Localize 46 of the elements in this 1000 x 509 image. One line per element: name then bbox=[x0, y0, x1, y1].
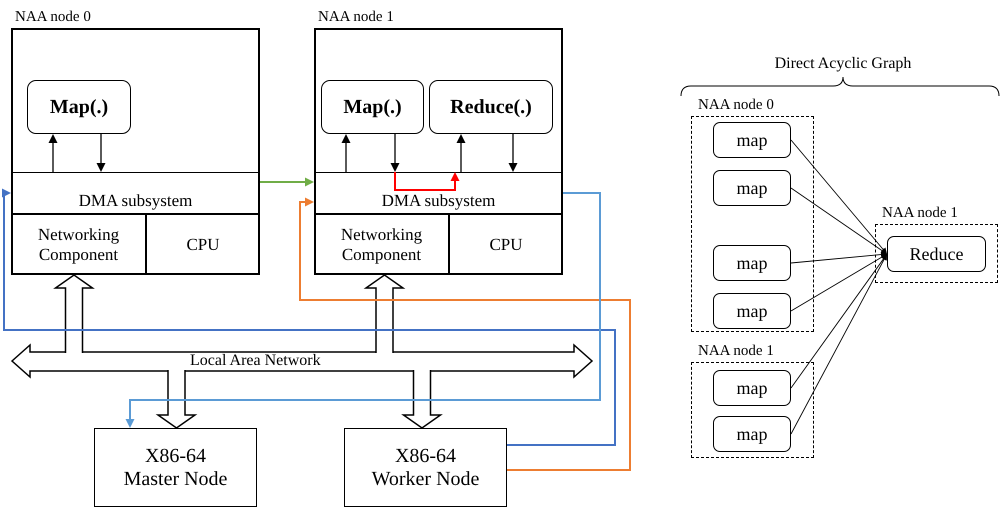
arrow bbox=[342, 134, 350, 172]
task-box: map bbox=[713, 170, 791, 206]
host-box: X86-64 Master Node bbox=[94, 428, 257, 507]
subsystem-band: DMA subsystem bbox=[314, 172, 563, 214]
task-box: map bbox=[713, 122, 791, 158]
arrow bbox=[394, 172, 460, 191]
arrow bbox=[790, 254, 887, 388]
bus-label: Local Area Network bbox=[190, 352, 321, 370]
function-box: Map(.) bbox=[27, 80, 131, 134]
function-box: Map(.) bbox=[321, 80, 424, 134]
group-title: NAA node 0 bbox=[15, 9, 91, 26]
task-box: map bbox=[713, 293, 791, 329]
task-box: map bbox=[713, 416, 791, 452]
arrow bbox=[508, 134, 518, 172]
arrow bbox=[48, 134, 58, 172]
component-box: CPU bbox=[449, 214, 563, 275]
host-box: X86-64 Worker Node bbox=[344, 428, 507, 507]
group-title: NAA node 0 bbox=[698, 97, 774, 114]
component-box: Networking Component bbox=[314, 214, 449, 275]
group-title: NAA node 1 bbox=[698, 343, 774, 360]
arrow bbox=[790, 140, 887, 254]
component-box: CPU bbox=[146, 214, 260, 275]
arrow bbox=[790, 252, 887, 264]
arrow bbox=[2, 188, 616, 446]
arrow bbox=[790, 188, 887, 254]
block-arrow bbox=[156, 369, 198, 429]
block-arrow bbox=[401, 369, 443, 429]
group-title: NAA node 1 bbox=[882, 205, 958, 222]
task-box: map bbox=[713, 245, 791, 281]
diagram-label: Direct Acyclic Graph bbox=[774, 55, 912, 73]
arrow bbox=[790, 254, 887, 312]
arrow bbox=[126, 192, 601, 428]
arrow bbox=[299, 198, 631, 471]
arrow bbox=[260, 178, 314, 186]
component-box: Networking Component bbox=[11, 214, 146, 275]
group-title: NAA node 1 bbox=[318, 9, 394, 26]
task-box: Reduce bbox=[887, 236, 986, 272]
arrow bbox=[790, 254, 887, 434]
block-arrow bbox=[364, 274, 406, 354]
arrow bbox=[96, 134, 106, 172]
arrow bbox=[390, 134, 400, 172]
arrow bbox=[456, 134, 466, 172]
task-box: map bbox=[713, 370, 791, 406]
function-box: Reduce(.) bbox=[429, 80, 553, 134]
subsystem-band: DMA subsystem bbox=[11, 172, 260, 214]
block-arrow bbox=[53, 274, 95, 354]
